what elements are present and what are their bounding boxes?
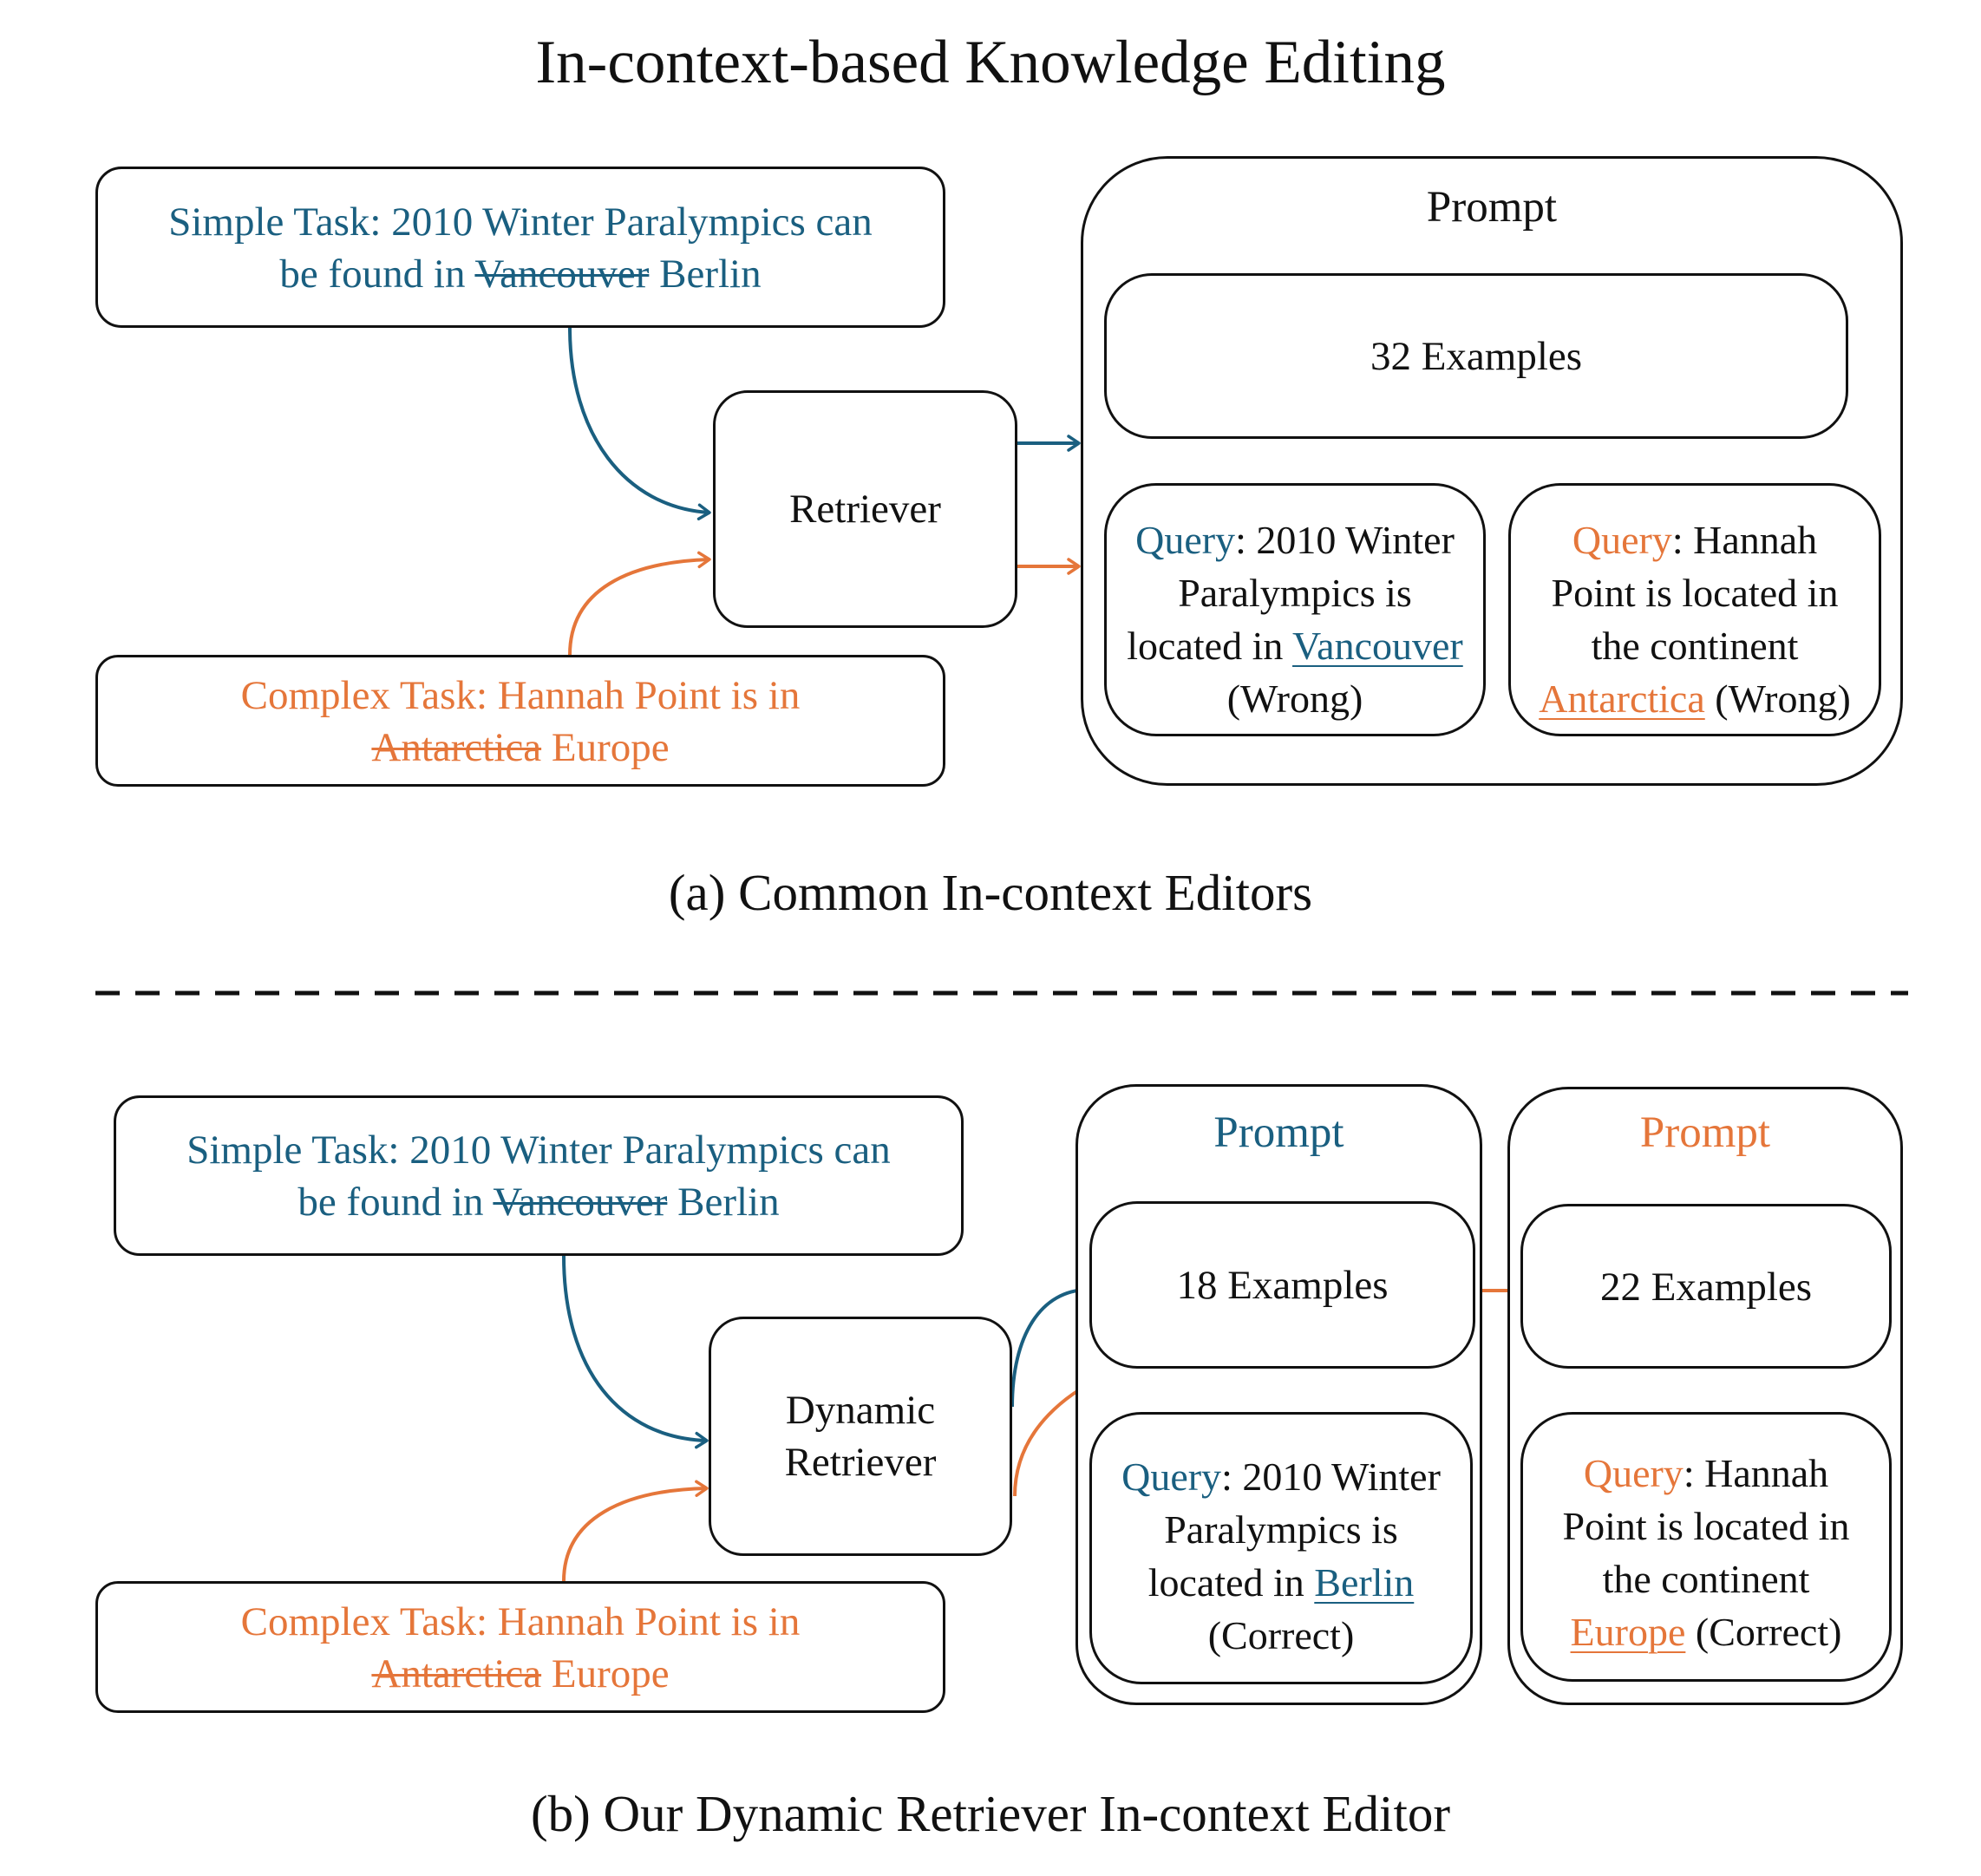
query-complex-box-a	[1508, 483, 1881, 736]
answer-vancouver: Vancouver	[1292, 624, 1463, 668]
complex-task-text-b: Complex Task: Hannah Point is in Antarct…	[95, 1596, 945, 1700]
diagram-title: In-context-based Knowledge Editing	[535, 29, 1446, 96]
simple-task-line1: Simple Task: 2010 Winter Paralympics can	[186, 1128, 891, 1173]
complex-task-line1: Complex Task: Hannah Point is in	[240, 673, 801, 718]
retriever-box	[713, 390, 1017, 628]
new-answer-berlin: Berlin	[659, 252, 762, 297]
complex-task-box-b	[95, 1581, 945, 1713]
examples-label-complex: 22 Examples	[1599, 1265, 1813, 1310]
query-keyword: Query	[1583, 1451, 1684, 1495]
new-answer-europe: Europe	[551, 1651, 670, 1696]
answer-europe: Europe	[1570, 1610, 1686, 1654]
complex-task-line2: Antarctica Europe	[95, 722, 945, 774]
simple-task-line2: be found in Vancouver Berlin	[297, 1180, 780, 1225]
new-answer-berlin: Berlin	[677, 1180, 780, 1225]
arrow-complex-to-retriever	[568, 551, 711, 656]
old-answer-vancouver: Vancouver	[493, 1180, 668, 1225]
dynamic-retriever-label: Dynamic Retriever	[784, 1388, 937, 1485]
old-answer-antarctica: Antarctica	[371, 725, 542, 770]
examples-label-a: 32 Examples	[1370, 334, 1583, 379]
query-simple-text-a: Query: 2010 Winter Paralympics is locate…	[1104, 513, 1486, 725]
arrow-dynamic-retriever-to-18-examples	[1010, 1281, 1090, 1408]
simple-task-line2: be found in Vancouver Berlin	[279, 252, 762, 297]
query-keyword: Query	[1572, 518, 1672, 562]
query-keyword: Query	[1121, 1454, 1222, 1499]
old-answer-antarctica: Antarctica	[371, 1651, 542, 1696]
verdict-correct: (Correct)	[1207, 1613, 1355, 1657]
simple-task-line1: Simple Task: 2010 Winter Paralympics can	[168, 199, 873, 245]
examples-box-complex	[1520, 1204, 1892, 1369]
query-complex-text-a: Query: Hannah Point is located in the co…	[1539, 518, 1851, 721]
query-box-simple	[1089, 1412, 1473, 1684]
prompt-label-a: Prompt	[1426, 183, 1558, 232]
query-text-simple: Query: 2010 Winter Paralympics is locate…	[1089, 1450, 1473, 1662]
answer-berlin: Berlin	[1314, 1560, 1415, 1605]
query-text-complex: Query: Hannah Point is located in the co…	[1562, 1451, 1850, 1654]
arrow-simple-to-retriever	[568, 327, 711, 520]
answer-antarctica: Antarctica	[1539, 677, 1705, 721]
caption-a: (a) Common In-context Editors	[668, 864, 1313, 921]
query-simple-box-a	[1104, 483, 1486, 736]
complex-task-line2: Antarctica Europe	[95, 1648, 945, 1700]
verdict-wrong: (Wrong)	[1715, 677, 1851, 721]
arrow-complex-to-dynamic-retriever	[562, 1480, 709, 1582]
verdict-correct: (Correct)	[1695, 1610, 1842, 1654]
old-answer-vancouver: Vancouver	[474, 252, 650, 297]
verdict-wrong: (Wrong)	[1226, 677, 1363, 721]
examples-box-simple	[1089, 1201, 1475, 1369]
complex-task-box-a	[95, 655, 945, 787]
retriever-label: Retriever	[789, 487, 941, 532]
simple-task-text-a: Simple Task: 2010 Winter Paralympics can…	[95, 196, 945, 300]
complex-task-text-a: Complex Task: Hannah Point is in Antarct…	[95, 670, 945, 774]
arrow-simple-to-dynamic-retriever	[562, 1255, 709, 1449]
prompt-label-simple: Prompt	[1213, 1108, 1344, 1157]
prompt-label-complex: Prompt	[1639, 1108, 1771, 1157]
caption-b: (b) Our Dynamic Retriever In-context Edi…	[531, 1785, 1450, 1842]
complex-task-line1: Complex Task: Hannah Point is in	[240, 1599, 801, 1644]
new-answer-europe: Europe	[551, 725, 670, 770]
simple-task-box-a	[95, 167, 945, 328]
simple-task-box-b	[114, 1095, 964, 1256]
query-box-complex	[1520, 1412, 1892, 1682]
examples-box-a	[1104, 273, 1848, 439]
dynamic-retriever-box	[709, 1317, 1012, 1556]
query-keyword: Query	[1135, 518, 1236, 562]
simple-task-text-b: Simple Task: 2010 Winter Paralympics can…	[114, 1124, 964, 1228]
examples-label-simple: 18 Examples	[1176, 1263, 1389, 1308]
